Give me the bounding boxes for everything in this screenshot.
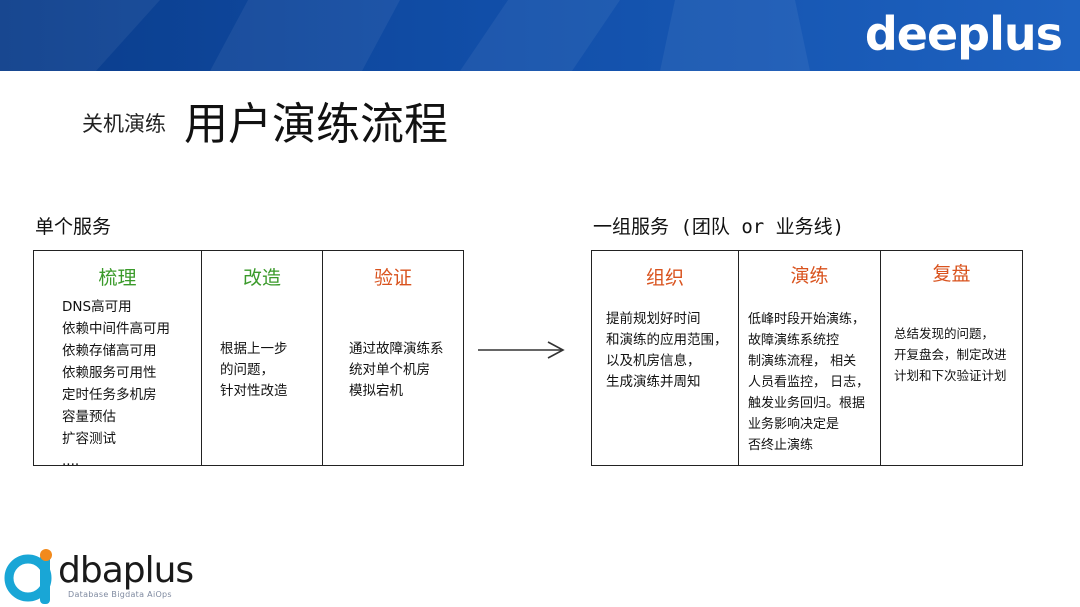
- column-body: 低峰时段开始演练， 故障演练系统控制演练流程， 相关人员看监控， 日志， 触发业务回…: [748, 309, 869, 456]
- body-line: 低峰时段开始演练，: [748, 312, 866, 327]
- header-banner: deeplus: [0, 0, 1080, 71]
- body-line: 人员看监控， 日志，: [748, 375, 870, 390]
- body-line: 依赖服务可用性: [62, 365, 157, 381]
- column-body: 总结发现的问题， 开复盘会，制定改进计划和下次验证计划: [894, 323, 1007, 386]
- body-line: 统对单个机房: [349, 362, 430, 378]
- column-body: 通过故障演练系统对单个机房模拟宕机: [349, 339, 444, 402]
- body-line: 的问题，: [220, 362, 274, 378]
- body-line: 以及机房信息，: [606, 353, 701, 369]
- body-line: 生成演练并周知: [606, 374, 701, 390]
- body-line: 模拟宕机: [349, 383, 403, 399]
- body-line: 故障演练系统控: [748, 333, 840, 348]
- body-line: 扩容测试: [62, 431, 116, 447]
- column-heading: 梳理: [98, 267, 137, 289]
- body-line: 否终止演练: [748, 438, 814, 453]
- body-line: 和演练的应用范围，: [606, 332, 728, 348]
- body-line: 触发业务回归。根据: [748, 396, 866, 411]
- footer-logo-tagline: Database Bigdata AiOps: [68, 590, 172, 599]
- left-section-title: 单个服务: [35, 216, 112, 238]
- column-heading: 组织: [645, 267, 684, 289]
- brand-logo: deeplus: [864, 7, 1063, 61]
- body-line: ....: [62, 453, 80, 469]
- right-section-title: 一组服务 (团队 or 业务线): [593, 216, 845, 238]
- column-drill: 演练 低峰时段开始演练， 故障演练系统控制演练流程， 相关人员看监控， 日志， 触发…: [738, 251, 880, 465]
- body-line: 制演练流程， 相关: [748, 354, 857, 369]
- column-heading: 验证: [373, 267, 412, 289]
- title-small: 关机演练: [82, 112, 166, 136]
- body-line: 提前规划好时间: [606, 311, 701, 327]
- body-line: 根据上一步: [220, 341, 288, 357]
- column-review: 复盘 总结发现的问题， 开复盘会，制定改进计划和下次验证计划: [880, 251, 1022, 465]
- body-line: 计划和下次验证计划: [894, 368, 1007, 383]
- column-refactor: 改造 根据上一步的问题， 针对性改造: [201, 251, 322, 465]
- body-line: 开复盘会，制定改进: [894, 347, 1007, 362]
- column-sort: 梳理 DNS高可用依赖中间件高可用依赖存储高可用依赖服务可用性定时任务多机房容量…: [34, 251, 201, 469]
- body-line: 容量预估: [62, 409, 116, 425]
- page-title: 用户演练流程: [184, 99, 448, 150]
- column-heading: 演练: [790, 265, 829, 287]
- banner-shape: [0, 0, 160, 71]
- body-line: 通过故障演练系: [349, 341, 444, 357]
- column-heading: 改造: [242, 267, 281, 289]
- body-line: 总结发现的问题，: [894, 326, 995, 341]
- column-body: DNS高可用依赖中间件高可用依赖存储高可用依赖服务可用性定时任务多机房容量预估扩…: [62, 296, 170, 472]
- banner-shape: [460, 0, 620, 71]
- body-line: 依赖存储高可用: [62, 343, 157, 359]
- body-line: 定时任务多机房: [62, 387, 157, 403]
- footer-logo-text: dbaplus: [58, 550, 194, 591]
- column-organize: 组织 提前规划好时间和演练的应用范围， 以及机房信息， 生成演练并周知: [592, 251, 738, 465]
- column-body: 提前规划好时间和演练的应用范围， 以及机房信息， 生成演练并周知: [606, 309, 728, 393]
- service-group-box: 组织 提前规划好时间和演练的应用范围， 以及机房信息， 生成演练并周知 演练 低峰时…: [591, 250, 1023, 466]
- column-body: 根据上一步的问题， 针对性改造: [220, 339, 288, 402]
- banner-shape: [210, 0, 400, 71]
- single-service-box: 梳理 DNS高可用依赖中间件高可用依赖存储高可用依赖服务可用性定时任务多机房容量…: [33, 250, 464, 469]
- body-line: DNS高可用: [62, 299, 132, 315]
- body-line: 业务影响决定是: [748, 417, 840, 432]
- column-verify: 验证 通过故障演练系统对单个机房模拟宕机: [322, 251, 463, 465]
- dbaplus-logo-icon: [4, 549, 52, 604]
- column-heading: 复盘: [932, 263, 971, 285]
- banner-shape: [660, 0, 810, 71]
- body-line: 依赖中间件高可用: [62, 321, 170, 337]
- arrow-right-icon: [478, 341, 565, 359]
- body-line: 针对性改造: [220, 383, 288, 399]
